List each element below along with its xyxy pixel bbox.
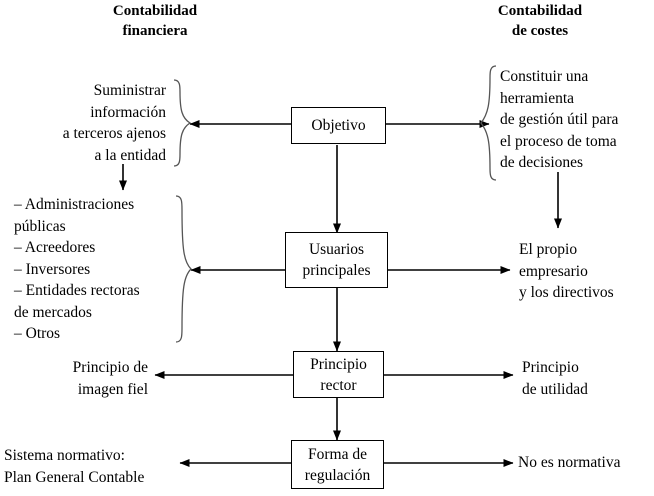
node-suministrar-informacion: Suministrar información a terceros ajeno… [62,82,166,164]
box-principio-rector[interactable]: Principio rector [293,351,384,398]
box-objetivo[interactable]: Objetivo [291,107,386,144]
node-constituir-herramienta: Constituir una herramienta de gestión út… [500,68,619,171]
box-forma-de-regulacion[interactable]: Forma de regulación [291,440,384,489]
column-header-financial-accounting: Contabilidad financiera [112,3,198,39]
column-header-cost-accounting: Contabilidad de costes [497,3,583,39]
node-principio-imagen-fiel: Principio de imagen fiel [72,359,148,398]
node-propio-empresario: El propio empresario y los directivos [519,241,614,301]
node-sistema-normativo: Sistema normativo: Plan General Contable [4,447,145,486]
node-no-es-normativa: No es normativa [518,454,621,471]
node-usuarios-lista: – Administraciones públicas – Acreedores… [14,196,140,342]
node-principio-utilidad: Principio de utilidad [522,359,588,398]
box-usuarios-principales[interactable]: Usuarios principales [285,232,388,288]
